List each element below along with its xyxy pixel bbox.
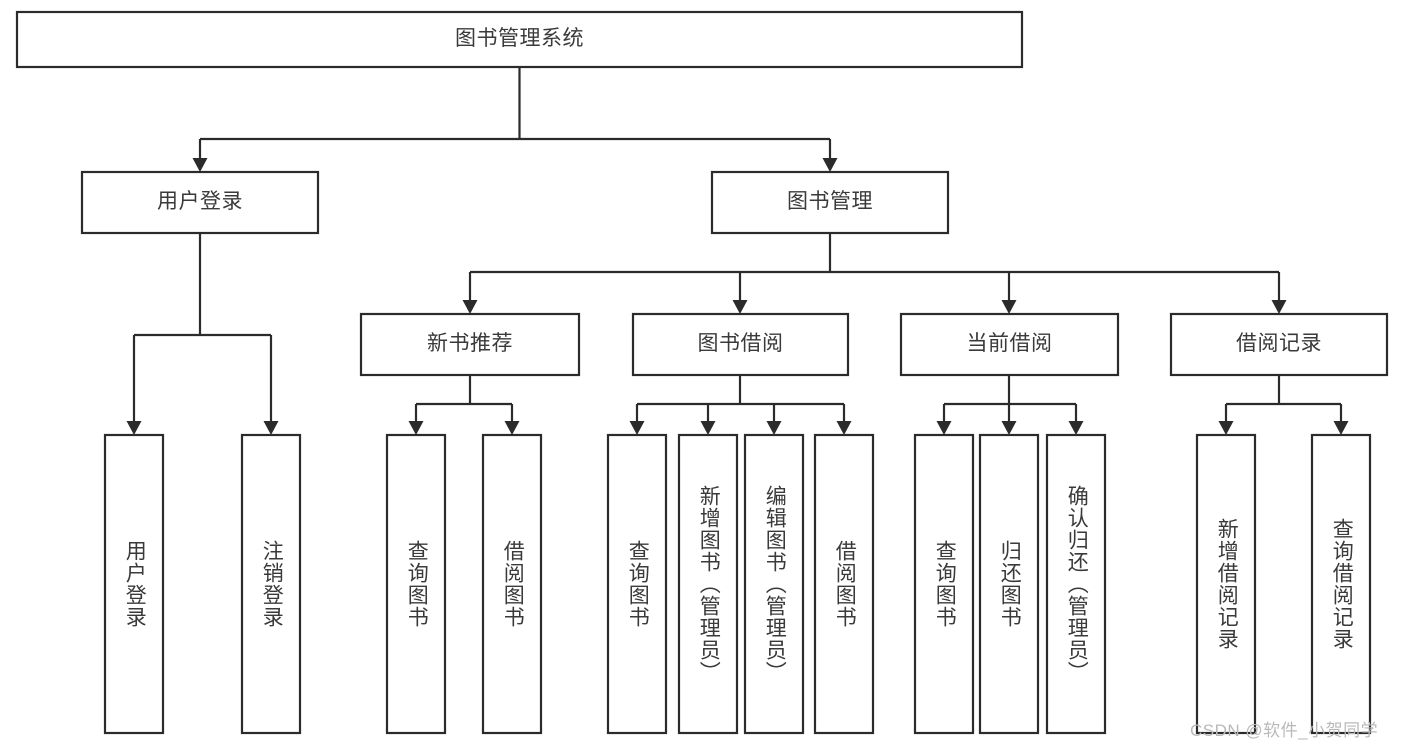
connector-new-book-recommend	[408, 375, 520, 435]
connector-root	[192, 67, 838, 172]
node-box-leaf-add-borrow-record[interactable]	[1195, 433, 1257, 735]
node-box-leaf-query-book-recommend[interactable]	[385, 433, 447, 735]
node-box-current-borrow[interactable]	[899, 312, 1120, 377]
arrow-head-icon	[263, 421, 279, 435]
node-box-root[interactable]	[15, 10, 1024, 69]
arrow-head-icon	[462, 300, 478, 314]
arrow-head-icon	[936, 421, 952, 435]
node-box-new-book-recommend[interactable]	[359, 312, 581, 377]
arrow-head-icon	[504, 421, 520, 435]
node-box-leaf-user-login[interactable]	[103, 433, 165, 735]
node-box-user-login[interactable]	[80, 170, 320, 235]
node-box-borrow-record[interactable]	[1169, 312, 1389, 377]
arrow-head-icon	[192, 158, 208, 172]
arrow-head-icon	[766, 421, 782, 435]
arrow-head-icon	[1001, 421, 1017, 435]
connector-layer	[126, 67, 1349, 435]
connector-borrow-record	[1218, 375, 1349, 435]
connector-book-manage	[462, 233, 1287, 314]
node-box-leaf-query-book-current[interactable]	[913, 433, 975, 735]
node-box-leaf-edit-book[interactable]	[743, 433, 805, 735]
node-box-leaf-query-borrow-record[interactable]	[1310, 433, 1372, 735]
arrow-head-icon	[408, 421, 424, 435]
node-box-book-manage[interactable]	[710, 170, 950, 235]
arrow-head-icon	[126, 421, 142, 435]
arrow-head-icon	[629, 421, 645, 435]
node-box-book-borrow[interactable]	[631, 312, 850, 377]
node-box-leaf-confirm-return[interactable]	[1045, 433, 1107, 735]
arrow-head-icon	[700, 421, 716, 435]
node-box-leaf-query-book-borrow[interactable]	[606, 433, 668, 735]
node-box-leaf-borrow-book-recommend[interactable]	[481, 433, 543, 735]
arrow-head-icon	[1218, 421, 1234, 435]
arrow-head-icon	[1271, 300, 1287, 314]
arrow-head-icon	[1001, 300, 1017, 314]
arrow-head-icon	[1333, 421, 1349, 435]
arrow-head-icon	[822, 158, 838, 172]
arrow-head-icon	[836, 421, 852, 435]
node-box-leaf-return-book[interactable]	[978, 433, 1040, 735]
arrow-head-icon	[732, 300, 748, 314]
connector-current-borrow	[936, 375, 1084, 435]
node-box-layer	[15, 10, 1389, 735]
arrow-head-icon	[1068, 421, 1084, 435]
node-box-leaf-borrow-book[interactable]	[813, 433, 875, 735]
node-box-leaf-logout[interactable]	[240, 433, 302, 735]
node-box-leaf-add-book[interactable]	[677, 433, 739, 735]
connector-book-borrow	[629, 375, 852, 435]
connector-user-login	[126, 233, 279, 435]
